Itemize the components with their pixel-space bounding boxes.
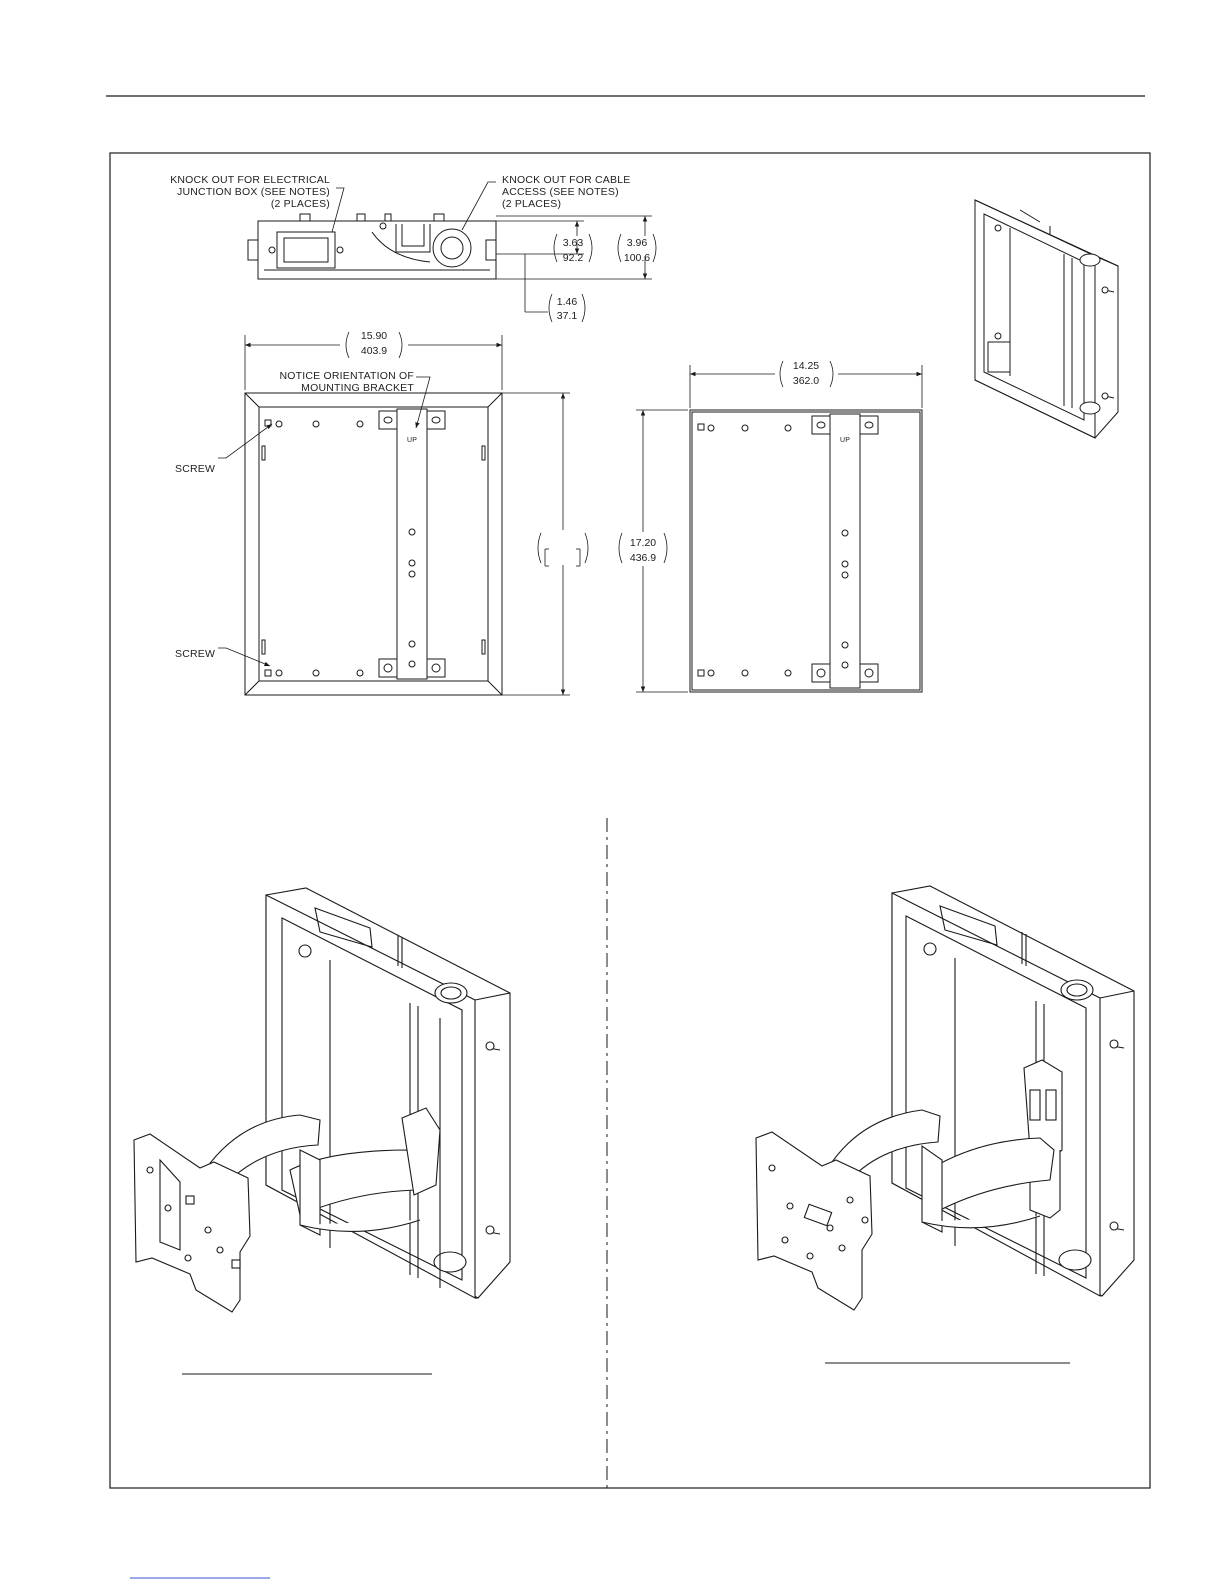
back-dim-width-mm: 362.0 — [793, 375, 819, 387]
front-view — [245, 393, 502, 695]
electrical-callout-line2: JUNCTION BOX (SEE NOTES) — [177, 186, 330, 198]
cable-callout-line3: (2 PLACES) — [502, 198, 561, 210]
isometric-arm-folded — [134, 888, 510, 1312]
back-view — [690, 410, 922, 692]
screw-label-bottom: SCREW — [175, 648, 215, 660]
front-up-label: UP — [407, 437, 417, 444]
top-view — [248, 214, 496, 279]
dim-offset-in: 1.46 — [557, 296, 578, 308]
back-dim-height-in: 17.20 — [630, 537, 656, 549]
back-up-label: UP — [840, 437, 850, 444]
electrical-callout-line1: KNOCK OUT FOR ELECTRICAL — [170, 174, 330, 186]
back-dim-height-mm: 436.9 — [630, 552, 656, 564]
screw-label-top: SCREW — [175, 463, 215, 475]
dim-depth-mm: 100.6 — [624, 252, 650, 264]
dim-offset-mm: 37.1 — [557, 310, 578, 322]
cable-callout-line2: ACCESS (SEE NOTES) — [502, 186, 619, 198]
notice-line2: MOUNTING BRACKET — [301, 382, 414, 394]
cable-callout-line1: KNOCK OUT FOR CABLE — [502, 174, 630, 186]
front-dim-width-mm: 403.9 — [361, 345, 387, 357]
isometric-arm-extended — [756, 886, 1134, 1310]
dim-height-in: 3.63 — [563, 237, 584, 249]
back-dim-width-in: 14.25 — [793, 360, 819, 372]
dim-height-mm: 92.2 — [563, 252, 584, 264]
isometric-box-small — [975, 200, 1118, 438]
notice-line1: NOTICE ORIENTATION OF — [280, 370, 414, 382]
front-dim-width-in: 15.90 — [361, 330, 387, 342]
electrical-callout-line3: (2 PLACES) — [271, 198, 330, 210]
dim-depth-in: 3.96 — [627, 237, 648, 249]
